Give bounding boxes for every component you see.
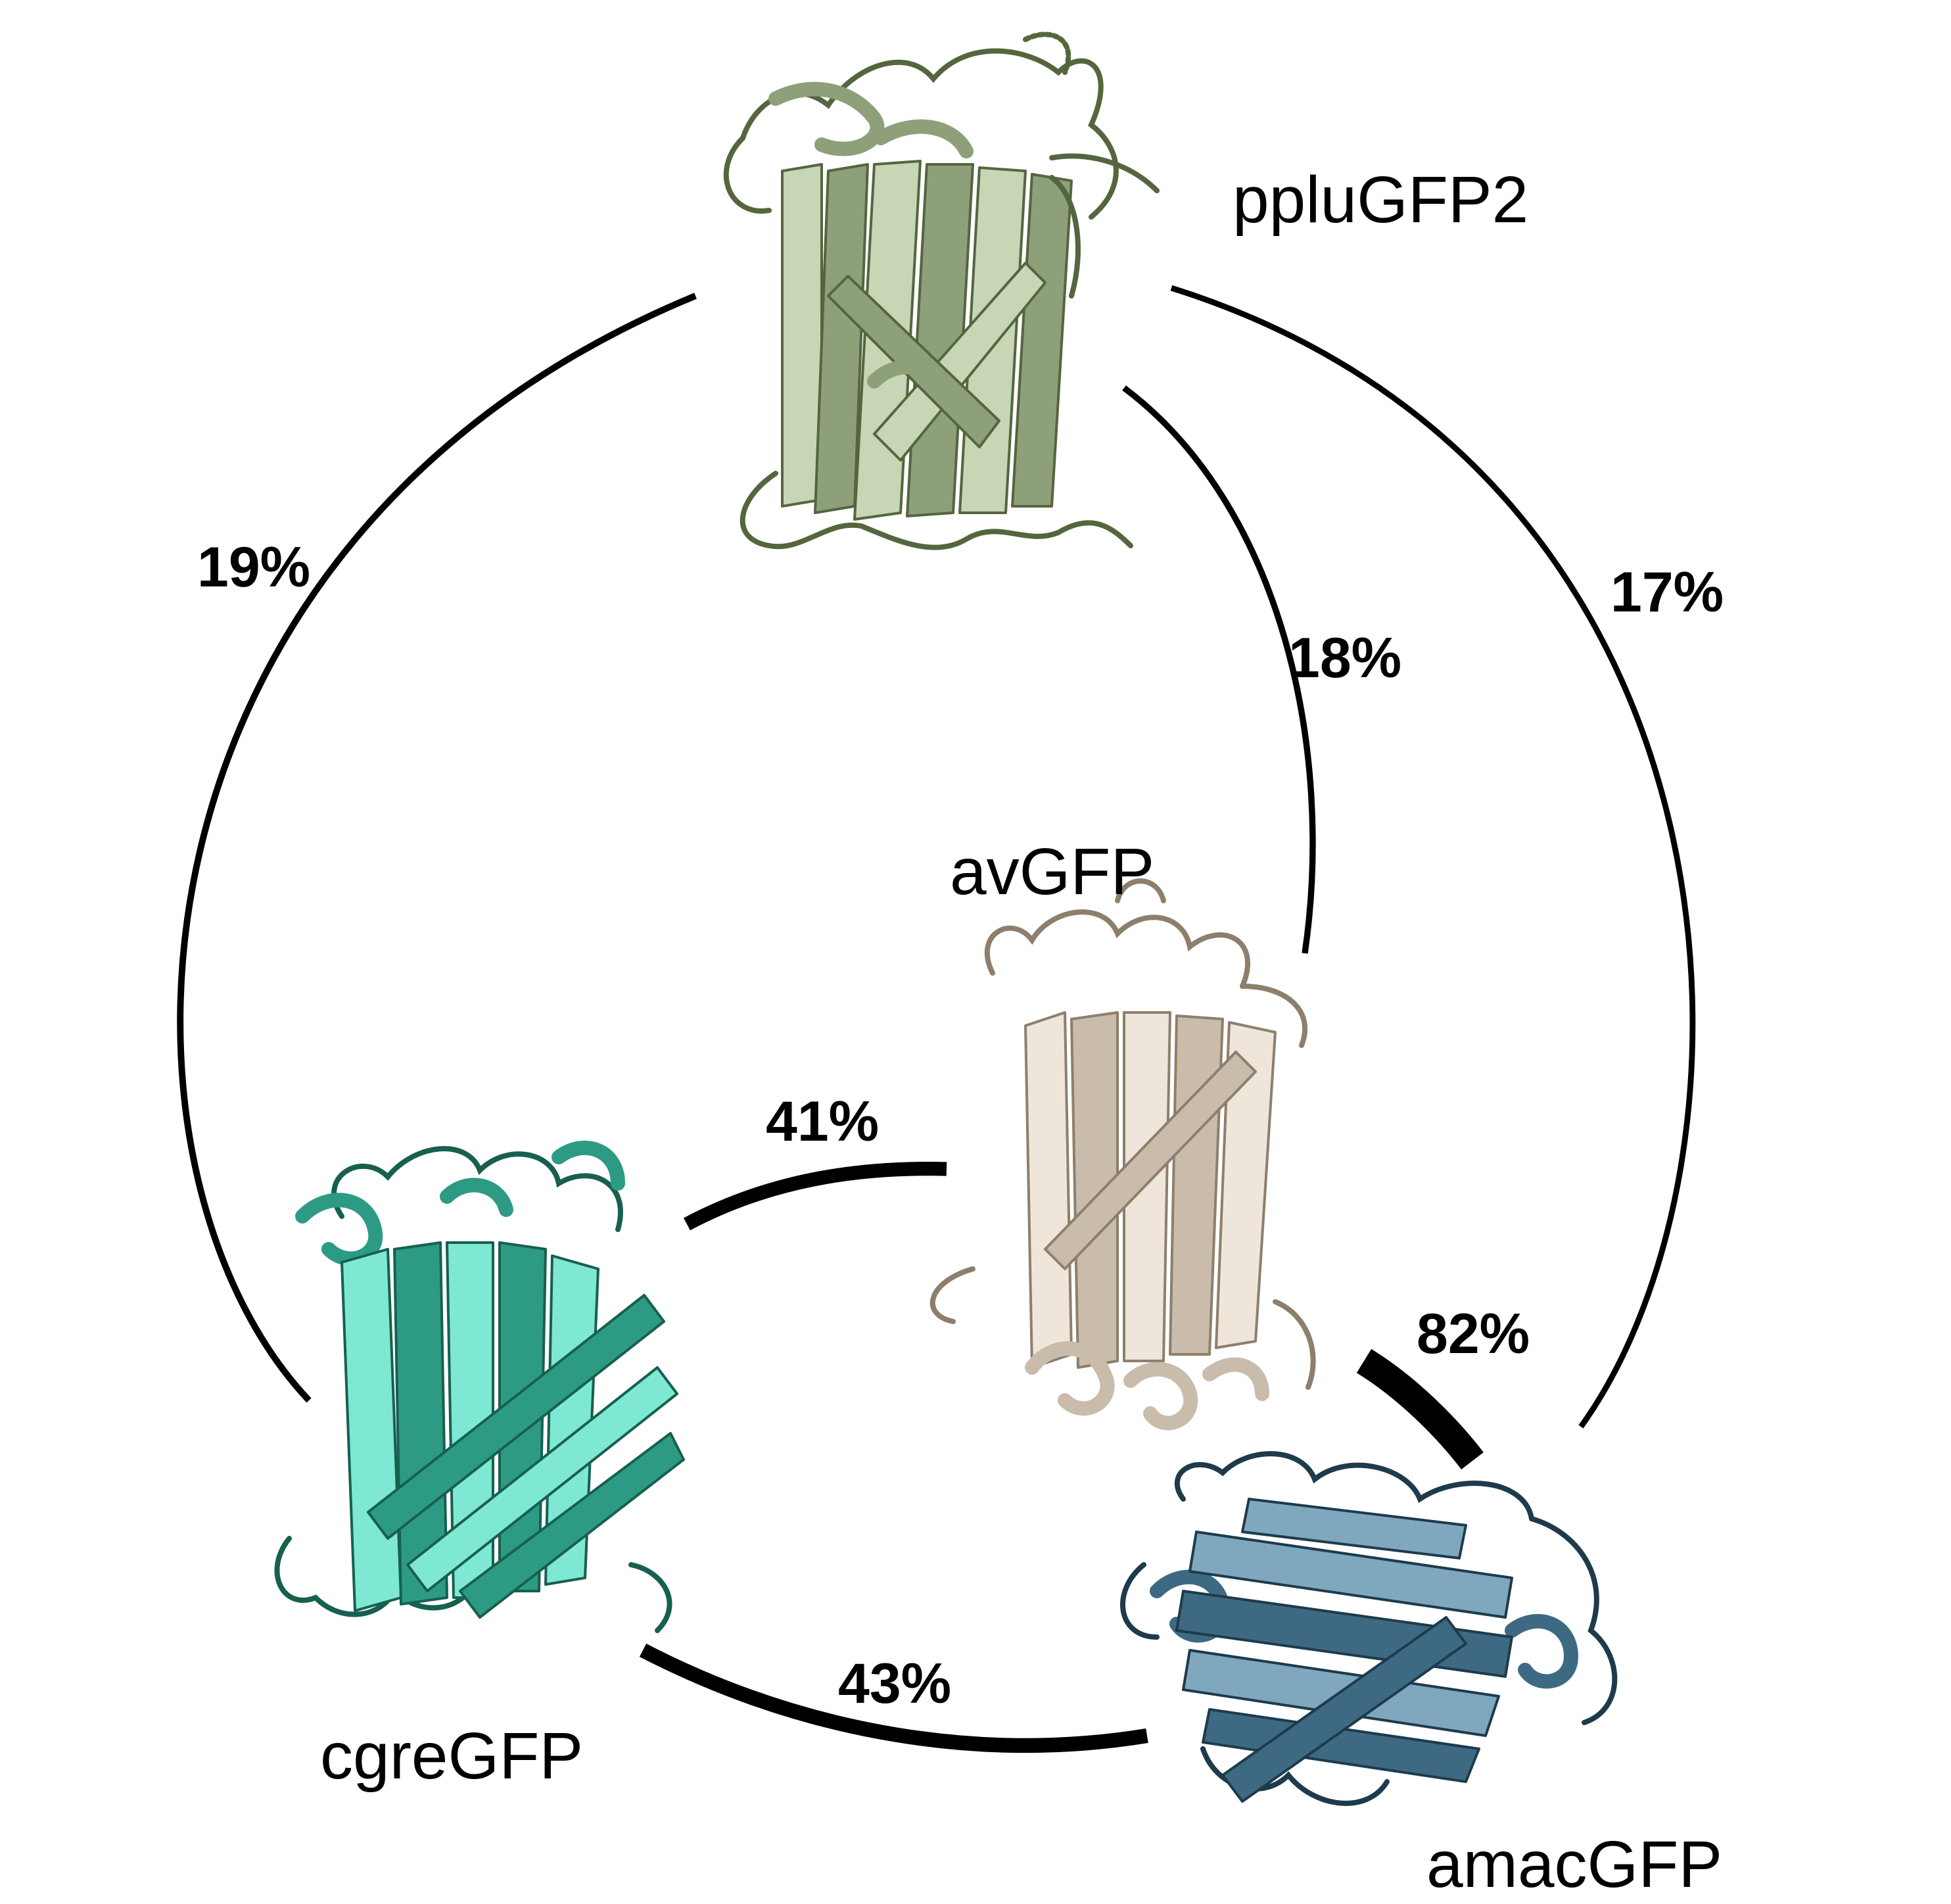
edge-arc-avgfp-amac	[1356, 1348, 1484, 1470]
edge-arc-cgre-avgfp	[683, 1162, 947, 1231]
edge-label-pplu-amac: 17%	[1610, 561, 1724, 624]
avGFP-structure	[929, 878, 1316, 1431]
edge-label-pplu-avgfp: 18%	[1288, 627, 1401, 690]
edge-label-pplu-cgre: 19%	[197, 536, 310, 599]
edge-arc-pplu-amac	[1170, 285, 1696, 1429]
amacGFP-structure	[1120, 1451, 1618, 1806]
node-label-ppluGFP2: ppluGFP2	[1233, 163, 1528, 237]
edge-labels: 19% 18% 17% 41% 82% 43%	[197, 536, 1724, 1715]
edge-label-avgfp-amac: 82%	[1417, 1302, 1530, 1366]
edges	[177, 285, 1696, 1753]
edge-arc-cgre-amac	[639, 1644, 1148, 1753]
edge-label-cgre-amac: 43%	[838, 1652, 951, 1715]
node-label-amacGFP: amacGFP	[1426, 1828, 1722, 1901]
edge-label-cgre-avgfp: 41%	[766, 1090, 879, 1153]
edge-arc-pplu-avgfp	[1122, 385, 1316, 954]
node-label-avGFP: avGFP	[950, 835, 1154, 909]
node-labels: ppluGFP2 avGFP cgreGFP amacGFP	[320, 163, 1722, 1901]
node-label-cgreGFP: cgreGFP	[320, 1719, 583, 1793]
edge-arc-pplu-cgre	[177, 293, 697, 1403]
cgreGFP-structure	[274, 1140, 685, 1633]
ppluGFP2-structure	[723, 32, 1160, 550]
